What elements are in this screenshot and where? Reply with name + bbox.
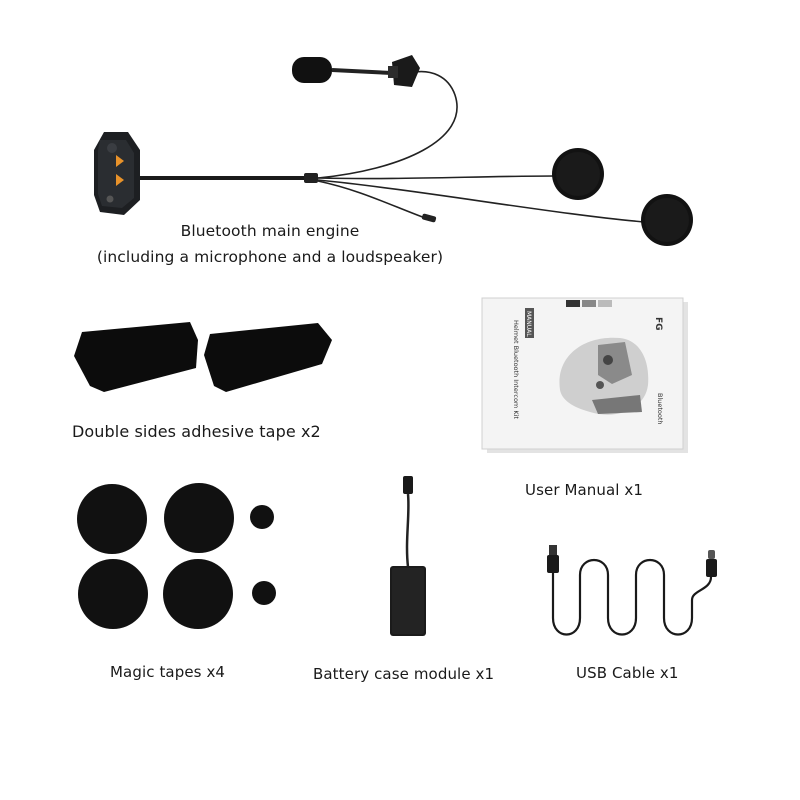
usb-a-plug [549,545,557,555]
volume-down-button-icon [116,174,124,186]
usb-cable-wire [551,559,713,636]
manual-caption: User Manual x1 [525,481,644,499]
speaker-cable-2 [317,179,646,223]
bluetooth-main-engine [94,55,693,246]
led-indicator-icon [106,195,114,203]
battery-caption: Battery case module x1 [313,665,495,683]
battery-case-module [390,476,426,636]
manual-brand: Bluetooth [656,393,664,425]
usb-cable [547,545,717,636]
battery-cable [405,493,410,568]
usb-c-plug [708,550,715,559]
tape-caption: Double sides adhesive tape x2 [72,422,321,441]
magic-tape-large [164,483,234,553]
aux-plug [421,213,437,223]
user-manual: Helmet Bluetooth Intercom Kit MANUAL FG … [481,297,688,453]
magic-tape-small [252,581,276,605]
manual-title: Helmet Bluetooth Intercom Kit [512,320,520,419]
adhesive-tape-left [74,322,198,392]
mic-foam [292,57,332,83]
mic-boom [331,68,393,75]
aux-cable [317,180,426,219]
battery-connector [403,476,413,494]
button-top-icon [107,143,117,153]
magic-tapes [77,483,276,629]
adhesive-tape-pair [74,322,332,392]
volume-up-button-icon [116,155,124,167]
magic-tape-caption: Magic tapes x4 [110,663,226,681]
magic-tape-large [163,559,233,629]
magic-tape-small [250,505,274,529]
adhesive-tape-right [204,323,332,392]
mic-cable [317,70,458,179]
engine-caption-line2: (including a microphone and a loudspeake… [96,248,444,266]
usb-caption: USB Cable x1 [576,664,679,682]
cable-junction [304,173,318,183]
manual-model: FG [653,317,663,331]
magic-tape-large [78,559,148,629]
engine-caption-line1: Bluetooth main engine [180,222,360,240]
speaker-cable-1 [317,175,556,180]
mic-clip [392,55,420,87]
engine-caption: Bluetooth main engine (including a micro… [0,218,540,270]
manual-badge: MANUAL [525,311,532,337]
magic-tape-large [77,484,147,554]
